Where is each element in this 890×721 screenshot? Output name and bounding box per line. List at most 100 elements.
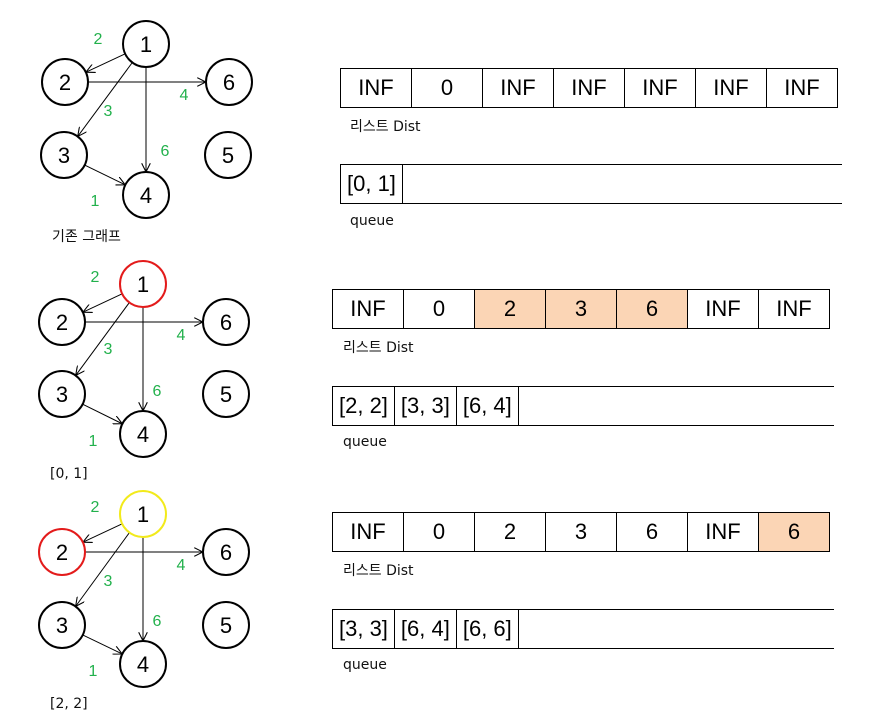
node-1: [119, 260, 167, 308]
dist-cell-0: INF: [340, 68, 412, 108]
dist-label: 리스트 Dist: [343, 340, 414, 356]
graph-caption: [2, 2]: [50, 696, 88, 712]
dist-label: 리스트 Dist: [350, 119, 421, 135]
edge-weight-1-4: 6: [161, 143, 170, 160]
queue-label: queue: [343, 657, 387, 673]
edge-1-3: [76, 302, 130, 375]
dist-cell-5: INF: [695, 68, 767, 108]
edge-1-3: [76, 532, 130, 606]
dist-cell-6: INF: [758, 289, 830, 329]
edge-weight-1-2: 2: [91, 269, 100, 286]
dist-cell-4: INF: [624, 68, 696, 108]
node-label-2: 2: [59, 70, 71, 95]
edge-weight-1-3: 3: [104, 573, 113, 590]
edge-1-3: [78, 62, 133, 135]
queue-array: [3, 3][6, 4][6, 6]: [332, 609, 834, 649]
node-label-4: 4: [137, 422, 149, 447]
graph-caption: 기존 그래프: [52, 229, 121, 245]
dist-cell-5: INF: [687, 289, 759, 329]
dist-cell-2: INF: [482, 68, 554, 108]
node-label-1: 1: [137, 502, 149, 527]
graph: 2 3 6 4 1 1 2 3 4 5 6: [40, 20, 253, 219]
node-label-3: 3: [56, 382, 68, 407]
node-label-6: 6: [220, 310, 232, 335]
dist-cell-4: 6: [616, 289, 688, 329]
node-label-1: 1: [140, 32, 152, 57]
edge-weight-1-3: 3: [104, 341, 113, 358]
node-2: [41, 58, 89, 106]
dist-cell-6: 6: [758, 512, 830, 552]
node-3: [40, 131, 88, 179]
node-3: [38, 370, 86, 418]
queue-item-0: [2, 2]: [332, 386, 395, 426]
edge-weight-3-4: 1: [89, 663, 98, 680]
queue-array: [0, 1]: [340, 164, 842, 204]
node-2: [38, 298, 86, 346]
dist-cell-6: INF: [766, 68, 838, 108]
edge-weight-3-4: 1: [91, 193, 100, 210]
node-label-4: 4: [137, 652, 149, 677]
edge-weight-2-6: 4: [180, 87, 189, 104]
node-1: [119, 490, 167, 538]
node-4: [119, 410, 167, 458]
node-label-5: 5: [220, 382, 232, 407]
dist-label: 리스트 Dist: [343, 563, 414, 579]
edge-3-4: [82, 403, 122, 423]
node-5: [202, 601, 250, 649]
node-label-4: 4: [140, 183, 152, 208]
edge-3-4: [84, 164, 125, 184]
dist-cell-5: INF: [687, 512, 759, 552]
node-3: [38, 601, 86, 649]
edge-3-4: [82, 634, 122, 654]
edge-1-2: [84, 293, 123, 312]
dist-cell-3: 3: [545, 512, 617, 552]
node-label-2: 2: [56, 310, 68, 335]
node-label-3: 3: [58, 143, 70, 168]
queue-item-0: [3, 3]: [332, 609, 395, 649]
node-2: [38, 528, 86, 576]
queue-item-1: [3, 3]: [393, 386, 457, 426]
node-label-3: 3: [56, 613, 68, 638]
node-label-5: 5: [220, 613, 232, 638]
edge-weight-1-2: 2: [94, 31, 103, 48]
edge-weight-2-6: 4: [177, 557, 186, 574]
node-5: [204, 131, 252, 179]
graph-caption: [0, 1]: [50, 466, 88, 482]
dist-cell-2: 2: [474, 289, 546, 329]
node-label-6: 6: [220, 540, 232, 565]
edge-weight-1-3: 3: [104, 103, 113, 120]
node-label-5: 5: [222, 143, 234, 168]
dist-cell-4: 6: [616, 512, 688, 552]
edge-1-2: [87, 53, 126, 72]
edge-weight-3-4: 1: [89, 433, 98, 450]
queue-label: queue: [350, 213, 394, 229]
dist-cell-3: INF: [553, 68, 625, 108]
node-label-6: 6: [223, 70, 235, 95]
queue-item-2: [6, 6]: [455, 609, 519, 649]
dist-cell-1: 0: [403, 512, 475, 552]
node-6: [202, 528, 250, 576]
node-label-2: 2: [56, 540, 68, 565]
dist-cell-0: INF: [332, 512, 404, 552]
queue-item-2: [6, 4]: [455, 386, 519, 426]
dist-cell-1: 0: [411, 68, 483, 108]
node-5: [202, 370, 250, 418]
node-1: [122, 20, 170, 68]
dist-cell-0: INF: [332, 289, 404, 329]
edge-weight-1-4: 6: [153, 613, 162, 630]
edge-weight-1-4: 6: [153, 383, 162, 400]
dist-cell-2: 2: [474, 512, 546, 552]
dist-cell-3: 3: [545, 289, 617, 329]
node-4: [122, 171, 170, 219]
node-6: [202, 298, 250, 346]
queue-array: [2, 2][3, 3][6, 4]: [332, 386, 834, 426]
node-6: [205, 58, 253, 106]
